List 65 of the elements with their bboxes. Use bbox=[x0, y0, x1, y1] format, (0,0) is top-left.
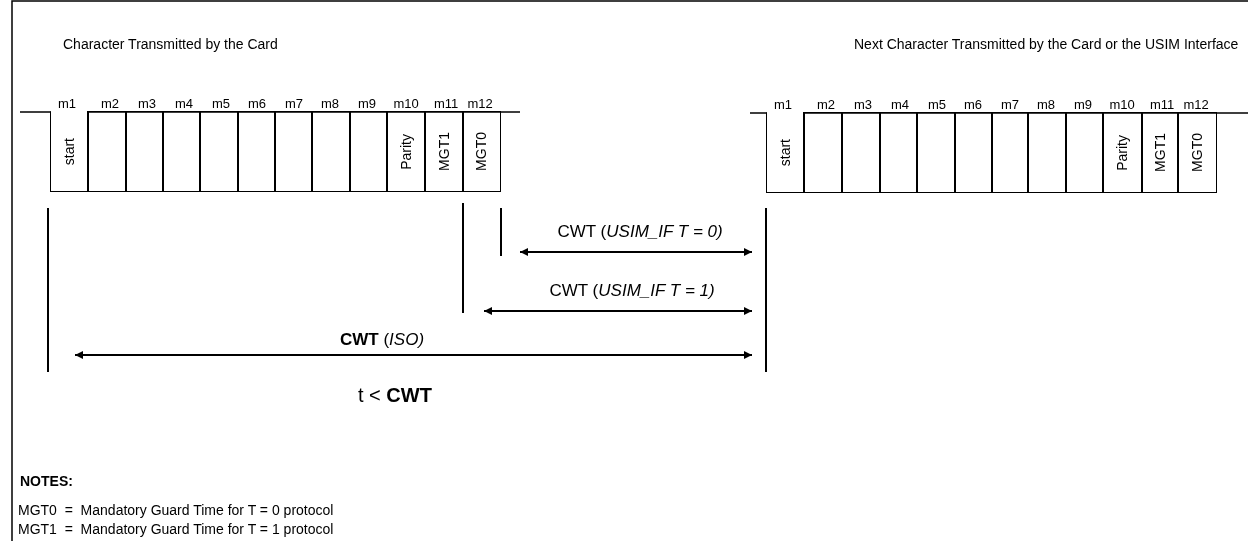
bit-number: m2 bbox=[101, 96, 120, 112]
bit-cell bbox=[954, 112, 993, 194]
heading-text: Next Character Transmitted by the Card or the USIM Interface bbox=[854, 36, 1239, 53]
bit-number: m10 bbox=[1109, 97, 1135, 113]
bit-cell bbox=[424, 111, 464, 193]
bit-label: start bbox=[62, 138, 77, 166]
bit-cell bbox=[766, 112, 805, 194]
notes-heading: NOTES: bbox=[20, 473, 73, 490]
bit-cell bbox=[916, 112, 956, 194]
note-text: MGT0 = Mandatory Guard Time for T = 0 protocol bbox=[18, 502, 334, 519]
bit-cell bbox=[199, 111, 239, 193]
bit-number: m12 bbox=[467, 96, 493, 112]
bit-number: m8 bbox=[1037, 97, 1056, 113]
bit-number: m11 bbox=[434, 96, 459, 112]
bit-number: m6 bbox=[964, 97, 983, 113]
bit-cell bbox=[462, 111, 501, 193]
dimension-label: CWT (USIM_IF T = 0) bbox=[557, 222, 723, 242]
bit-cell bbox=[125, 111, 164, 193]
bit-cell bbox=[349, 111, 388, 193]
bit-cell bbox=[1141, 112, 1179, 194]
note-text: MGT1 = Mandatory Guard Time for T = 1 protocol bbox=[18, 521, 334, 538]
bit-number: m4 bbox=[891, 97, 910, 113]
bit-number: m5 bbox=[928, 97, 947, 113]
bit-number: m11 bbox=[1150, 97, 1175, 113]
bit-cell bbox=[50, 111, 89, 193]
bit-label: MGT0 bbox=[1189, 133, 1205, 173]
bit-cell bbox=[879, 112, 918, 194]
bit-cell bbox=[991, 112, 1029, 194]
bit-label: MGT1 bbox=[436, 132, 452, 172]
bit-cell bbox=[237, 111, 276, 193]
bit-number: m9 bbox=[358, 96, 377, 112]
bit-cell bbox=[1102, 112, 1143, 194]
bit-number: m1 bbox=[58, 96, 77, 112]
bit-label: Parity bbox=[398, 133, 414, 170]
bit-cell bbox=[162, 111, 201, 193]
bit-cell bbox=[1027, 112, 1067, 194]
heading-text: Character Transmitted by the Card bbox=[63, 36, 278, 53]
bit-cell bbox=[1177, 112, 1217, 194]
bit-number: m12 bbox=[1183, 97, 1209, 113]
formula-text: t < CWT bbox=[358, 384, 432, 407]
bit-number: m7 bbox=[1001, 97, 1020, 113]
bit-label: MGT1 bbox=[1152, 133, 1168, 173]
bit-cell bbox=[386, 111, 426, 193]
bit-number: m9 bbox=[1074, 97, 1093, 113]
bit-label: MGT0 bbox=[474, 132, 489, 172]
dimension-label: CWT (ISO) bbox=[340, 330, 425, 350]
bit-cell bbox=[87, 111, 127, 193]
bit-number: m3 bbox=[138, 96, 157, 112]
bit-cell bbox=[841, 112, 881, 194]
bit-number: m1 bbox=[774, 97, 793, 113]
bit-number: m5 bbox=[212, 96, 231, 112]
bit-number: m3 bbox=[854, 97, 873, 113]
bit-cell bbox=[311, 111, 351, 193]
bit-number: m4 bbox=[175, 96, 194, 112]
dimension-label: CWT (USIM_IF T = 1) bbox=[549, 281, 715, 301]
bit-number: m6 bbox=[248, 96, 267, 112]
bit-number: m7 bbox=[285, 96, 304, 112]
bit-cell bbox=[1065, 112, 1104, 194]
bit-number: m2 bbox=[817, 97, 836, 113]
bit-cell bbox=[803, 112, 843, 194]
bit-label: Parity bbox=[1115, 134, 1130, 171]
bit-label: start bbox=[778, 139, 793, 167]
bit-number: m8 bbox=[321, 96, 340, 112]
bit-number: m10 bbox=[393, 96, 419, 112]
bit-cell bbox=[274, 111, 313, 193]
